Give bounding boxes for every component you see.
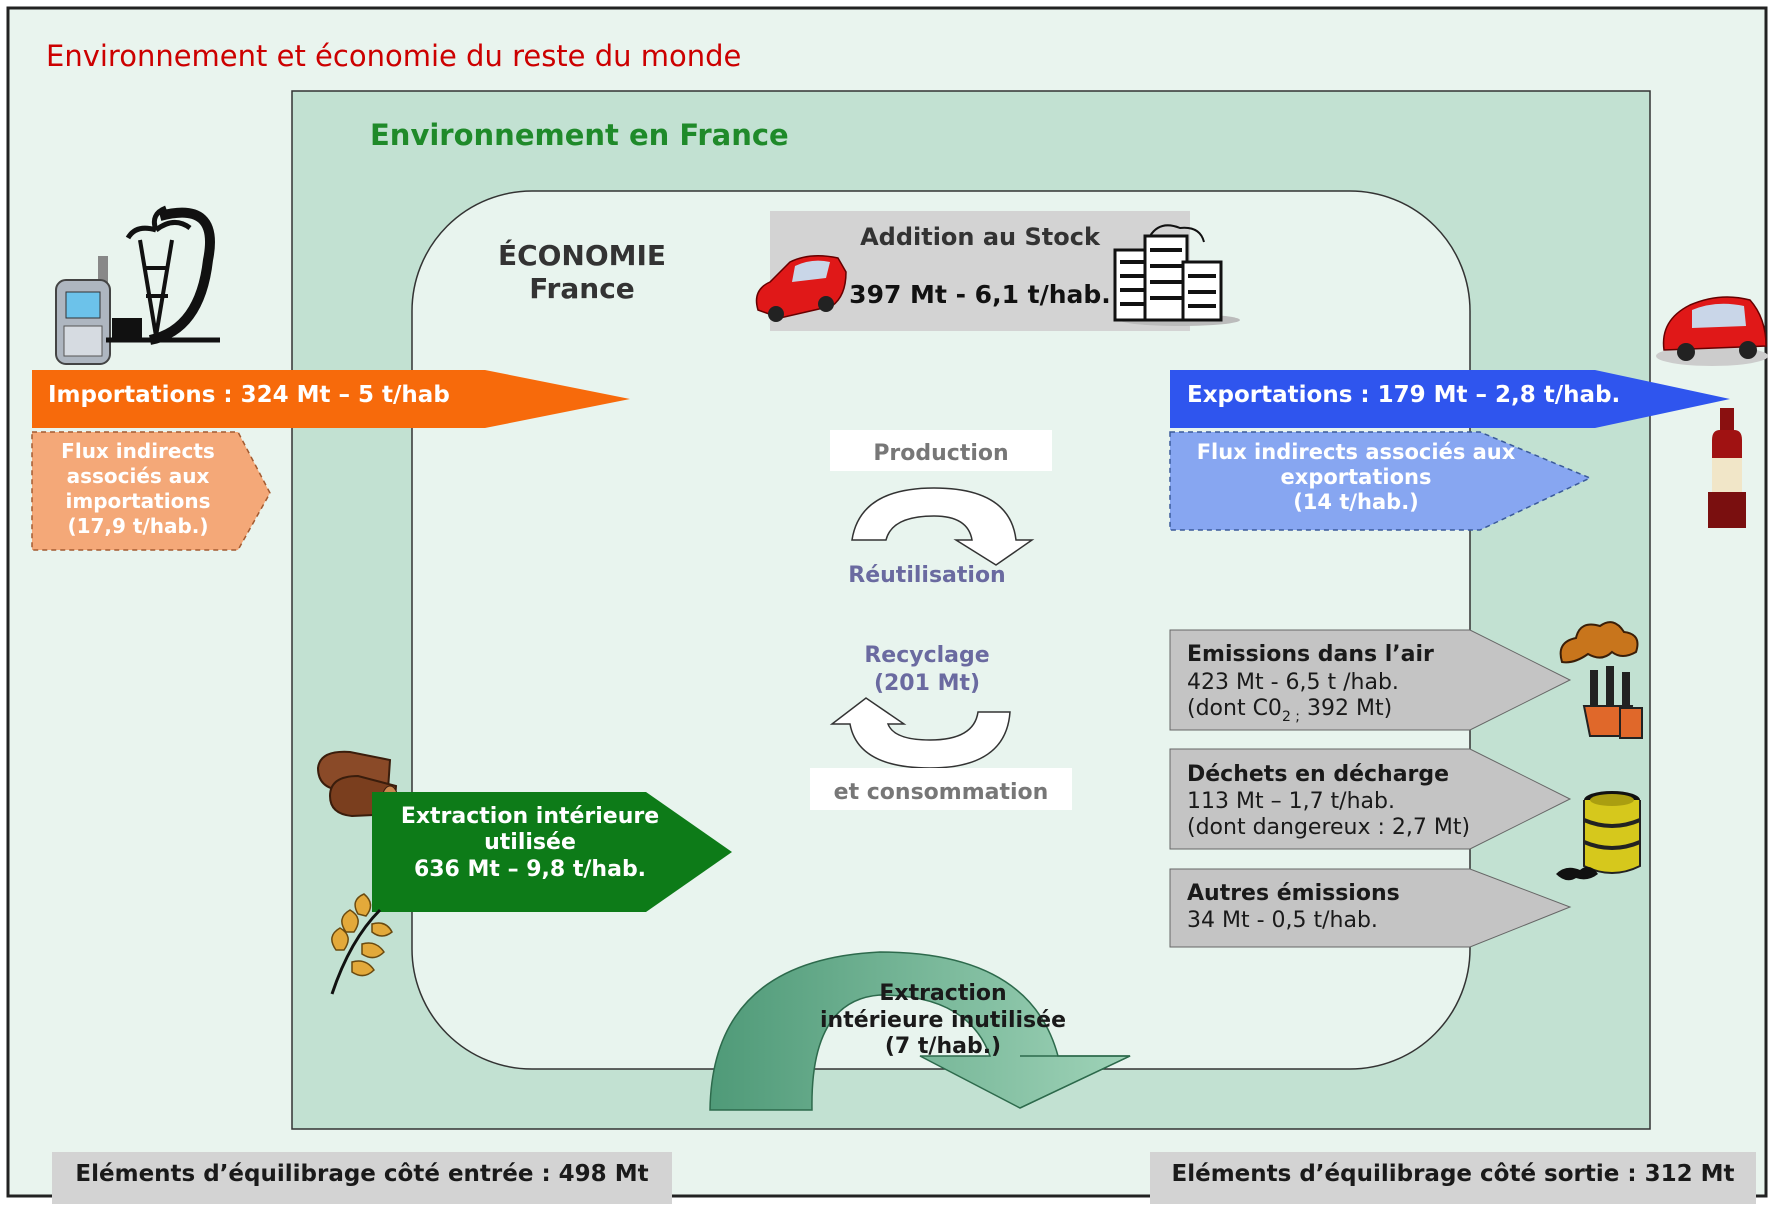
economy-sublabel: France bbox=[529, 272, 635, 305]
autres-emissions-line1: 34 Mt - 0,5 t/hab. bbox=[1187, 908, 1378, 933]
equilibre-entree-label: Eléments d’équilibrage côté entrée : 498… bbox=[75, 1161, 648, 1187]
consommation-box bbox=[810, 768, 1072, 810]
exports-label: Exportations : 179 Mt – 2,8 t/hab. bbox=[1187, 382, 1620, 408]
factory-smoke-icon bbox=[1559, 621, 1643, 739]
oil-derrick-icon bbox=[106, 205, 220, 345]
stock-value: 397 Mt - 6,1 t/hab. bbox=[849, 280, 1111, 309]
environment-france-label: Environnement en France bbox=[370, 118, 789, 152]
reuse-cycle-arrow bbox=[851, 487, 1035, 566]
extraction-utilisee-arrow bbox=[372, 792, 732, 912]
consommation-label: et consommation bbox=[834, 780, 1049, 805]
recyclage-label: Recyclage bbox=[864, 643, 989, 668]
emissions-air-title: Emissions dans l’air bbox=[1187, 642, 1434, 667]
exports-indirect-line3: (14 t/hab.) bbox=[1293, 490, 1419, 514]
imports-indirect-line2: associés aux bbox=[67, 464, 210, 488]
recyclage-value: (201 Mt) bbox=[874, 671, 980, 696]
dechets-line2: (dont dangereux : 2,7 Mt) bbox=[1187, 815, 1470, 840]
exports-indirect-arrow bbox=[1169, 431, 1592, 531]
dechets-title: Déchets en décharge bbox=[1187, 762, 1449, 787]
imports-indirect-line4: (17,9 t/hab.) bbox=[67, 514, 208, 538]
toxic-barrel-icon bbox=[1556, 791, 1641, 881]
red-car-icon-export bbox=[1656, 296, 1768, 366]
extraction-inutilisee-line1: Extraction bbox=[879, 981, 1006, 1006]
autres-emissions-arrow bbox=[1169, 868, 1572, 948]
exports-indirect-line2: exportations bbox=[1281, 465, 1432, 489]
exports-indirect-line1: Flux indirects associés aux bbox=[1197, 440, 1516, 464]
equilibre-sortie-label: Eléments d’équilibrage côté sortie : 312… bbox=[1172, 1161, 1735, 1187]
equilibre-sortie-box bbox=[1150, 1152, 1756, 1204]
emissions-air-arrow bbox=[1169, 629, 1572, 731]
extraction-inutilisee-line2: intérieure inutilisée bbox=[820, 1008, 1066, 1033]
extraction-inutilisee-line3: (7 t/hab.) bbox=[885, 1034, 1001, 1059]
economy-label: ÉCONOMIE bbox=[498, 238, 666, 272]
extraction-utilisee-line1: Extraction intérieure bbox=[401, 804, 659, 829]
buildings-icon bbox=[1113, 224, 1240, 326]
extraction-utilisee-line3: 636 Mt – 9,8 t/hab. bbox=[414, 857, 646, 882]
reutilisation-label: Réutilisation bbox=[848, 563, 1005, 588]
diagram-title: Environnement et économie du reste du mo… bbox=[46, 39, 741, 73]
red-car-icon bbox=[755, 255, 847, 322]
production-box bbox=[830, 430, 1052, 471]
emissions-air-line2: (dont C02 ; 392 Mt) bbox=[1187, 696, 1392, 725]
wine-bottle-icon bbox=[1708, 408, 1746, 528]
imports-label: Importations : 324 Mt – 5 t/hab bbox=[48, 382, 450, 408]
exports-arrow bbox=[1170, 370, 1730, 428]
wheat-icon bbox=[330, 893, 393, 995]
dechets-arrow bbox=[1169, 748, 1572, 850]
imports-indirect-arrow bbox=[31, 431, 271, 551]
imports-arrow bbox=[32, 370, 630, 428]
imports-indirect-line3: importations bbox=[66, 489, 211, 513]
imports-indirect-line1: Flux indirects bbox=[61, 439, 215, 463]
equilibre-entree-box bbox=[52, 1152, 672, 1204]
extraction-inutilisee-arrow bbox=[709, 951, 1131, 1111]
recycle-cycle-arrow bbox=[829, 697, 1011, 769]
autres-emissions-title: Autres émissions bbox=[1187, 881, 1400, 906]
emissions-air-line1: 423 Mt - 6,5 t /hab. bbox=[1187, 670, 1399, 695]
extraction-utilisee-line2: utilisée bbox=[484, 830, 576, 855]
dechets-line1: 113 Mt – 1,7 t/hab. bbox=[1187, 789, 1395, 814]
stock-title: Addition au Stock bbox=[860, 223, 1101, 251]
mobile-phone-icon bbox=[55, 256, 111, 365]
production-label: Production bbox=[873, 441, 1008, 466]
